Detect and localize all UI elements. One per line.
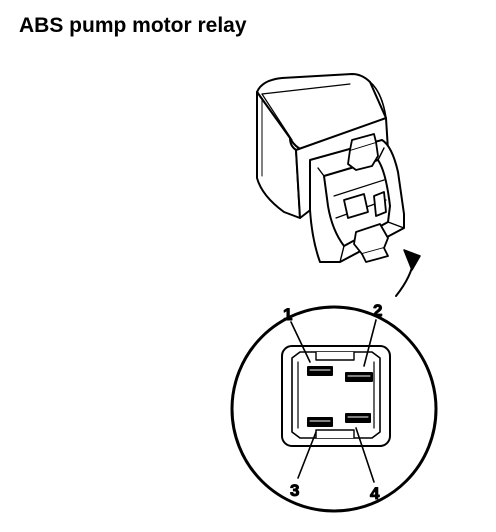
pin-label-2: 2 — [373, 301, 382, 320]
pin-slot-3 — [307, 417, 333, 427]
pin-label-3: 3 — [290, 481, 299, 500]
leader-1 — [290, 321, 311, 363]
terminal-blade-right — [373, 191, 387, 217]
leader-4 — [355, 427, 375, 483]
terminal-blade-middle — [343, 193, 369, 219]
pin-slot-4 — [345, 413, 371, 423]
connector-face — [281, 345, 391, 447]
blade-terminals — [343, 133, 389, 263]
magnified-view: 1 2 3 4 — [230, 301, 438, 513]
leader-2 — [363, 319, 377, 367]
relay-top-face — [256, 73, 387, 153]
pin-label-4: 4 — [370, 484, 380, 503]
pin-label-1: 1 — [283, 305, 292, 324]
diagram-title: ABS pump motor relay — [19, 14, 247, 37]
leader-3 — [297, 431, 317, 479]
view-arrow — [395, 249, 421, 297]
leader-lines — [290, 319, 377, 483]
pin-slot-1 — [307, 366, 333, 376]
pin-slots — [307, 366, 373, 427]
view-arrow-head — [403, 249, 421, 271]
pin-slot-2 — [345, 372, 373, 382]
